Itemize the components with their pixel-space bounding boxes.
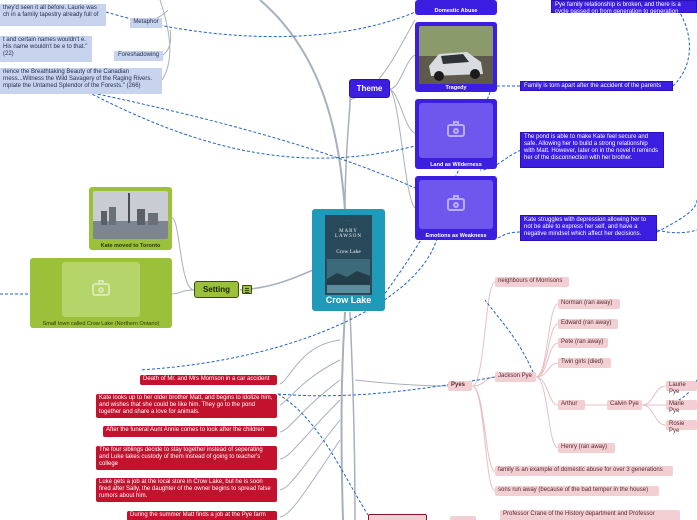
tile-caption: Small town called Crow Lake (Northern On…: [42, 321, 160, 327]
tile-caption: Domestic Abuse: [434, 8, 478, 14]
theme-tile-domestic-abuse[interactable]: Domestic Abuse: [415, 0, 497, 15]
calvin-pye[interactable]: Calvin Pye: [607, 400, 642, 410]
imagery-quote[interactable]: rience the Breathtaking Beauty of the Ca…: [0, 68, 162, 94]
tile-caption: Land as Wilderness: [430, 162, 482, 168]
pye-child[interactable]: Henry (ran away): [558, 443, 615, 453]
pye-child[interactable]: Twin girls (died): [558, 358, 611, 368]
toronto-skyline-image: [93, 191, 168, 239]
theme-tile-land[interactable]: Land as Wilderness: [415, 99, 497, 169]
plot-event[interactable]: Death of Mr. and Mrs Morrison in a car a…: [140, 375, 277, 385]
note-emotions[interactable]: Kate struggles with depression allowing …: [520, 215, 657, 241]
camera-icon: [447, 121, 465, 137]
note-land[interactable]: The pond is able to make Kate feel secur…: [520, 132, 664, 168]
plot-event[interactable]: During the summer Matt finds a job at th…: [127, 511, 277, 520]
cover-author: MARY LAWSON: [335, 229, 362, 239]
pye-child[interactable]: Norman (ran away): [558, 299, 620, 309]
image-placeholder: [419, 180, 493, 229]
camera-icon: [92, 280, 110, 296]
plot-event[interactable]: After the funeral Aunt Annie comes to lo…: [103, 426, 277, 437]
central-title: Crow Lake: [325, 295, 372, 305]
setting-tile-toronto[interactable]: Kate moved to Toronto: [89, 187, 172, 250]
tile-caption: Kate moved to Toronto: [100, 243, 161, 249]
foreshadowing-quote[interactable]: t and certain names wouldn't e. His name…: [0, 36, 92, 62]
note-domestic-abuse[interactable]: Pye family relationship is broken, and t…: [551, 0, 697, 15]
image-placeholder: [419, 103, 493, 158]
plot-event[interactable]: Luke gets a job at the local store in Cr…: [96, 478, 277, 502]
pye-child[interactable]: Pete (ran away): [558, 338, 608, 348]
calvin-child[interactable]: Rosie Pye: [666, 420, 697, 434]
theme-tile-tragedy[interactable]: Tragedy: [415, 22, 497, 92]
pyes-neighbours[interactable]: neighbours of Morrisons: [495, 277, 569, 287]
foreshadowing-label[interactable]: Foreshadowing: [114, 51, 163, 61]
metaphor-quote[interactable]: they'd seen it all before. Laurie was ch…: [0, 4, 106, 26]
central-node[interactable]: · · · MARY LAWSON Crow Lake Crow Lake: [312, 209, 385, 311]
cover-top-text: · · ·: [346, 218, 351, 222]
partial-node[interactable]: [450, 516, 476, 520]
plot-event[interactable]: Kate looks up to her older brother Matt,…: [96, 394, 277, 418]
setting-node[interactable]: Setting: [194, 281, 239, 298]
image-placeholder: [62, 262, 140, 317]
camera-icon: [447, 195, 465, 211]
note-tragedy[interactable]: Family is torn apart after the accident …: [520, 81, 673, 91]
tile-caption: Emotions as Weakness: [425, 233, 487, 239]
notes-icon[interactable]: [242, 285, 252, 294]
calvin-child[interactable]: Laurie Pye: [666, 381, 697, 395]
setting-tile-crow-lake[interactable]: Small town called Crow Lake (Northern On…: [30, 258, 172, 328]
pye-child[interactable]: Arthur: [558, 400, 585, 410]
pyes-abuse-note[interactable]: family is an example of domestic abuse f…: [495, 466, 673, 476]
plot-event[interactable]: The four siblings decide to stay togethe…: [96, 446, 277, 470]
pyes-node[interactable]: Pyes: [448, 381, 472, 391]
cover-art: [327, 259, 370, 293]
pyes-sons-note[interactable]: sons run away (because of the bad temper…: [495, 486, 659, 496]
pye-child[interactable]: Edward (ran away): [558, 319, 618, 329]
tile-caption: Tragedy: [445, 85, 467, 91]
metaphor-label[interactable]: Metaphor: [130, 18, 162, 28]
calvin-child[interactable]: Marie Pye: [666, 400, 697, 414]
book-cover: · · · MARY LAWSON Crow Lake: [325, 215, 372, 295]
partial-character-node[interactable]: [368, 514, 427, 520]
wrecked-car-image: [419, 26, 493, 84]
theme-tile-emotions[interactable]: Emotions as Weakness: [415, 176, 497, 240]
cover-title: Crow Lake: [336, 249, 361, 255]
jackson-pye[interactable]: Jackson Pye: [495, 372, 536, 382]
theme-node[interactable]: Theme: [349, 79, 390, 98]
professor-note[interactable]: Professor Crane of the History departmen…: [500, 510, 680, 520]
